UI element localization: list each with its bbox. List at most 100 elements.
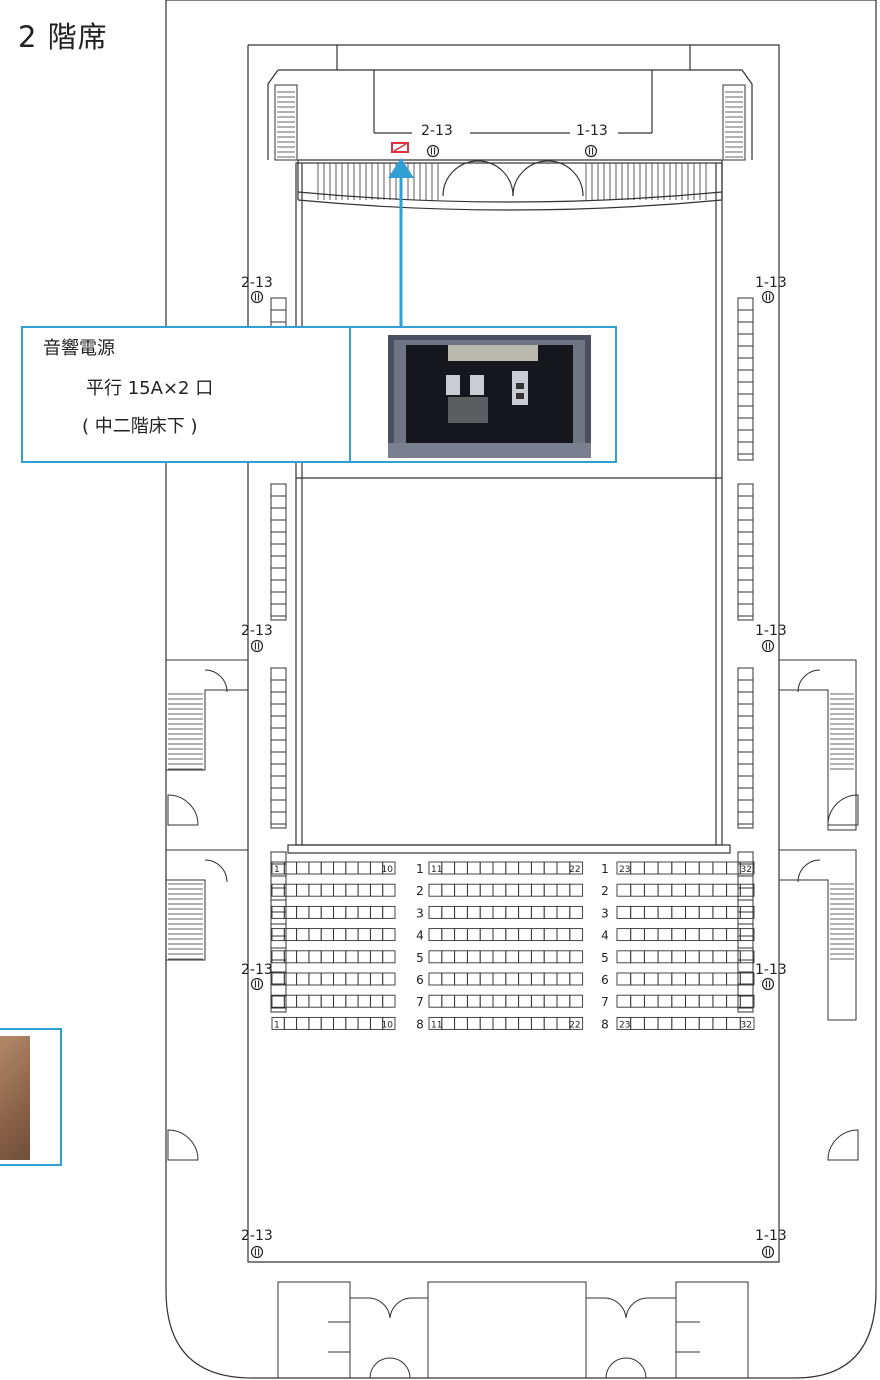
seat [569, 1016, 584, 1030]
outlet-icon [761, 1245, 775, 1259]
seat [643, 905, 659, 919]
side-seat-column [270, 667, 287, 829]
seat [333, 861, 347, 875]
seat [308, 861, 322, 875]
seat [616, 972, 632, 986]
seat [479, 972, 494, 986]
side-photo-frame [0, 1028, 62, 1166]
seat [492, 994, 507, 1008]
seat [357, 950, 371, 964]
seat [739, 950, 755, 964]
seat [345, 950, 359, 964]
row-number: 8 [601, 1017, 609, 1031]
seat [556, 1016, 571, 1030]
seat [296, 928, 310, 942]
seat [454, 950, 468, 964]
seat [308, 928, 322, 942]
outlet-label: 1-13 [755, 623, 787, 639]
seat [466, 883, 481, 897]
seat [369, 928, 384, 942]
seat [320, 861, 334, 875]
seat [296, 972, 310, 986]
seat [345, 928, 359, 942]
seat [479, 883, 494, 897]
row-number: 1 [416, 862, 424, 876]
row-number: 2 [601, 884, 609, 898]
outlet-icon [584, 144, 598, 158]
seat [357, 905, 371, 919]
seat [466, 994, 481, 1008]
seat [518, 928, 532, 942]
seat [308, 883, 322, 897]
seat [657, 1016, 673, 1030]
seat [518, 950, 532, 964]
seat [492, 1016, 507, 1030]
seat [643, 950, 659, 964]
seat [657, 950, 673, 964]
seat [556, 861, 571, 875]
seat [492, 883, 507, 897]
seat [333, 950, 347, 964]
outlet-label: 1-13 [755, 275, 787, 291]
seat [698, 1016, 714, 1030]
seat [543, 994, 558, 1008]
seat [296, 905, 310, 919]
seat [492, 950, 507, 964]
seat [308, 972, 322, 986]
seat-number: 1 [274, 1020, 280, 1030]
row-number: 2 [416, 884, 424, 898]
seat [643, 928, 659, 942]
seat [569, 994, 584, 1008]
seat [739, 928, 755, 942]
seat [685, 883, 700, 897]
outlet-icon [250, 977, 264, 991]
seat [441, 994, 456, 1008]
row-number: 6 [601, 973, 609, 987]
seat [657, 972, 673, 986]
seat [345, 972, 359, 986]
seat [643, 994, 659, 1008]
row-number: 4 [416, 929, 424, 943]
seat [357, 883, 371, 897]
seat [308, 950, 322, 964]
seat [492, 972, 507, 986]
sound-power-callout: 音響電源 平行 15A×2 口 ( 中二階床下 ) [21, 326, 617, 463]
seat [369, 994, 384, 1008]
seat [685, 994, 700, 1008]
seat [556, 928, 571, 942]
seat [739, 1016, 755, 1030]
pointer-arrow [388, 158, 414, 326]
side-seat-column [737, 483, 754, 621]
seat [712, 1016, 728, 1030]
seat [543, 928, 558, 942]
seat [308, 1016, 322, 1030]
seat [382, 972, 396, 986]
side-staircases [166, 659, 859, 1161]
seat [616, 905, 632, 919]
seat [466, 1016, 481, 1030]
seat [369, 905, 384, 919]
side-seat-column [270, 483, 287, 621]
seat [320, 883, 334, 897]
seat [441, 1016, 456, 1030]
seat [428, 928, 443, 942]
seat [357, 928, 371, 942]
seat [630, 994, 645, 1008]
seat [643, 861, 659, 875]
row-number: 4 [601, 929, 609, 943]
seat [569, 883, 584, 897]
seat [382, 950, 396, 964]
seat [479, 905, 494, 919]
seat [441, 861, 456, 875]
seat [518, 905, 532, 919]
seat [454, 905, 468, 919]
seat [530, 972, 545, 986]
outlet-label: 2-13 [241, 275, 273, 291]
hall-outline [165, 0, 877, 1379]
seat [569, 905, 584, 919]
seat [712, 905, 728, 919]
bottom-lobby [277, 1281, 749, 1379]
seat [454, 1016, 468, 1030]
seat [569, 928, 584, 942]
